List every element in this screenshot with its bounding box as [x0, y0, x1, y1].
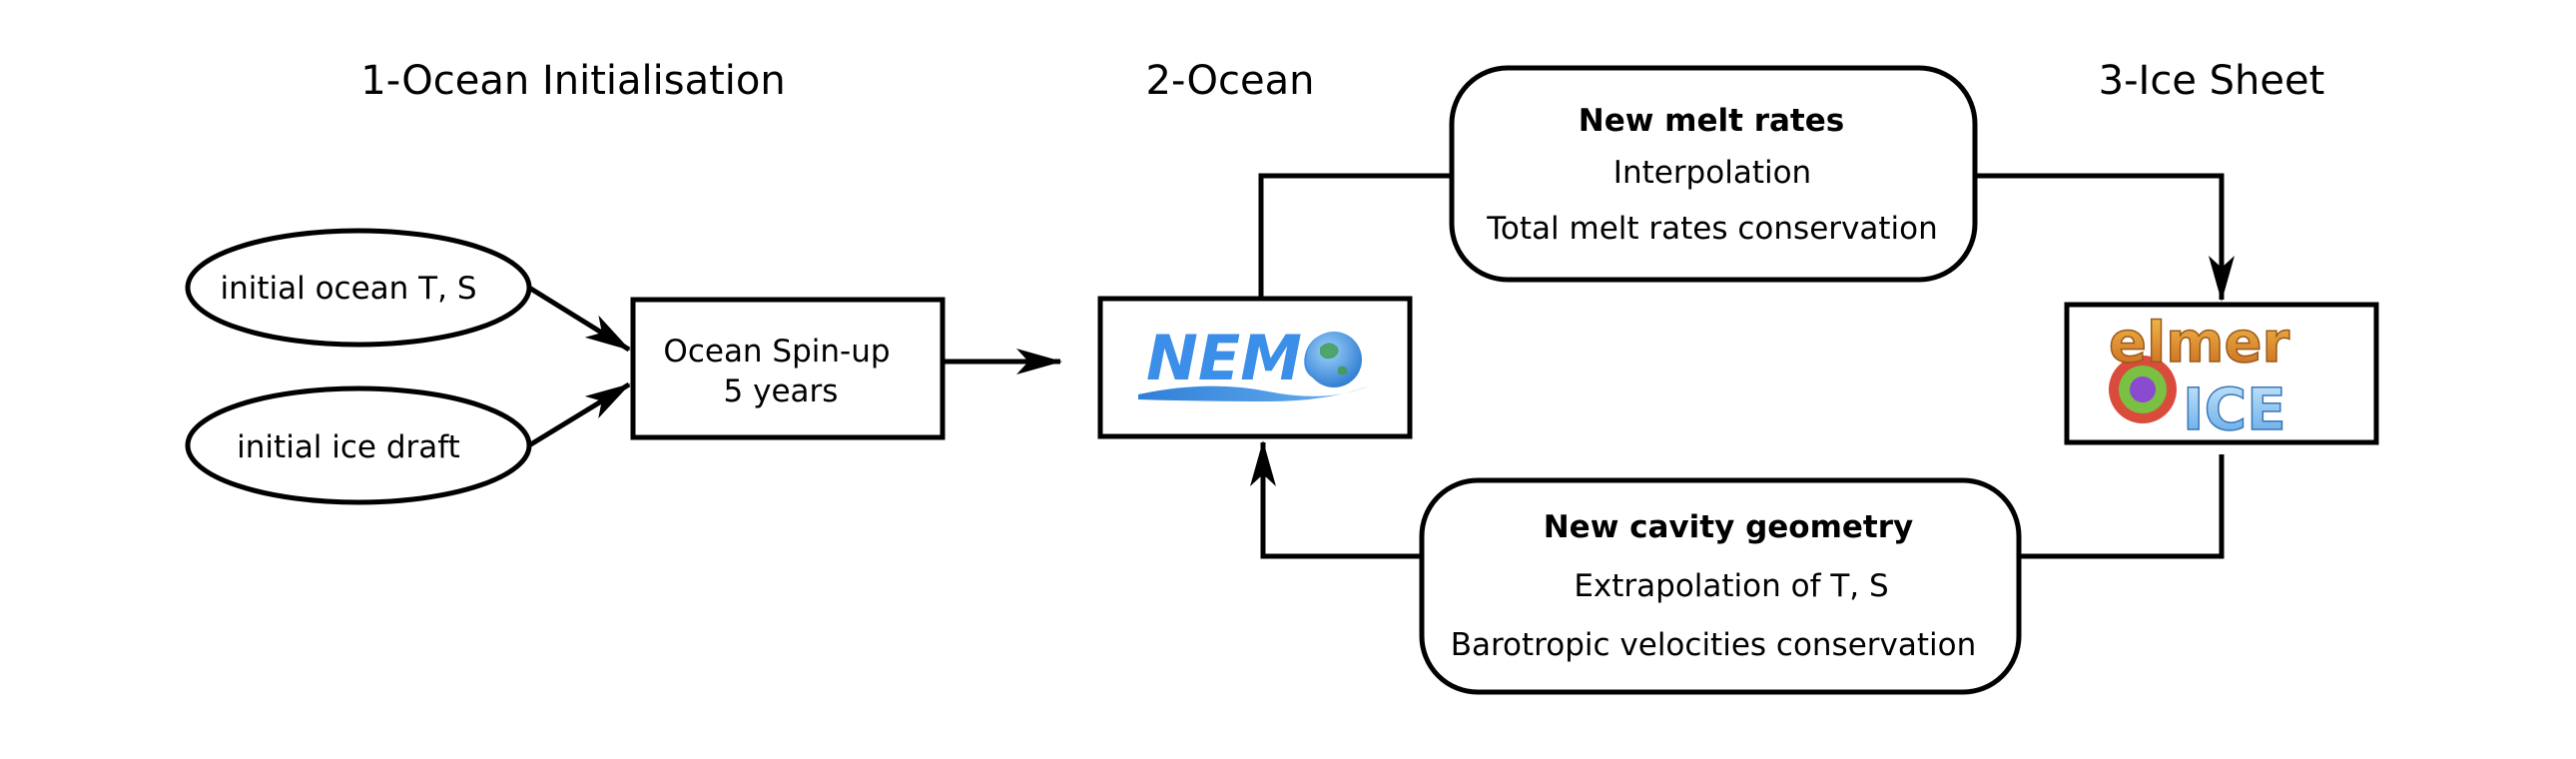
elmer-logo-text: elmer — [2109, 311, 2290, 376]
section-title-ice-sheet: 3-Ice Sheet — [2099, 58, 2325, 104]
arrow-ocean-ts-to-spinup — [527, 285, 631, 353]
wave-icon — [1138, 385, 1370, 401]
spinup-label-line2: 5 years — [724, 374, 839, 409]
melt-rates-title: New melt rates — [1579, 103, 1844, 139]
input-ocean-ts-node: initial ocean T, S — [185, 228, 532, 348]
input-ice-draft-label: initial ice draft — [237, 429, 460, 465]
arrow-melt-to-elmer — [1975, 173, 2235, 302]
elmer-ice-logo: elmer ICE — [2108, 310, 2290, 444]
nemo-node: NEMO — [1097, 296, 1413, 439]
cavity-geometry-line1: Extrapolation of T, S — [1574, 568, 1888, 604]
nemo-logo: NEMO — [1138, 322, 1370, 401]
spinup-label-line1: Ocean Spin-up — [663, 334, 890, 370]
input-ocean-ts-label: initial ocean T, S — [220, 271, 476, 307]
cavity-geometry-title: New cavity geometry — [1544, 509, 1914, 545]
section-title-ocean-initialisation: 1-Ocean Initialisation — [360, 58, 785, 104]
melt-rates-node: New melt rates Interpolation Total melt … — [1449, 65, 1978, 283]
connector-nemo-to-melt — [1258, 173, 1452, 299]
cavity-geometry-line2: Barotropic velocities conservation — [1451, 627, 1977, 663]
arrow-cavity-to-nemo — [1250, 440, 1422, 559]
elmer-ice-node: elmer ICE — [2064, 302, 2379, 445]
melt-rates-line2: Total melt rates conservation — [1486, 211, 1937, 247]
connector-elmer-to-cavity — [2019, 454, 2225, 559]
cavity-geometry-node: New cavity geometry Extrapolation of T, … — [1419, 477, 2022, 695]
arrow-ice-draft-to-spinup — [527, 381, 631, 448]
ice-logo-text: ICE — [2183, 376, 2286, 443]
input-ice-draft-node: initial ice draft — [185, 385, 532, 505]
globe-icon — [1306, 332, 1362, 387]
section-title-ocean: 2-Ocean — [1146, 58, 1315, 104]
melt-rates-line1: Interpolation — [1613, 155, 1811, 191]
spinup-node: Ocean Spin-up 5 years — [630, 297, 946, 440]
